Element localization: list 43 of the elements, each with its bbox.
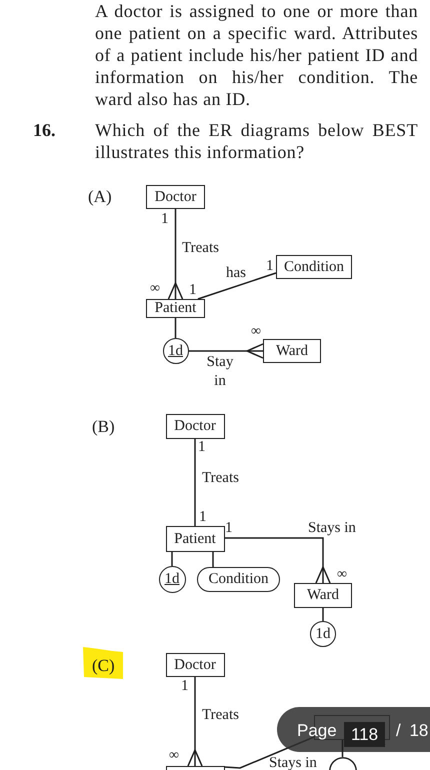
cardinality-label: ∞	[251, 325, 261, 339]
question-number: 16.	[33, 119, 56, 141]
cardinality-label: 1	[266, 259, 274, 274]
option-label: (B)	[92, 418, 115, 435]
connector-line	[194, 439, 196, 526]
cardinality-label: 1	[225, 521, 232, 536]
cardinality-label: ∞	[337, 568, 347, 582]
page-total: / 18	[396, 721, 428, 741]
attribute-circle: 1d	[162, 338, 188, 364]
connector-line	[224, 537, 331, 584]
option-label: (A)	[88, 188, 112, 205]
cardinality-label: 1	[181, 679, 188, 694]
cardinality-label: 1	[199, 510, 206, 525]
connector-line	[322, 608, 324, 621]
entity-box: Doctor	[166, 414, 224, 439]
entity-box: Ward	[263, 339, 321, 363]
entity-box: Patient	[146, 299, 205, 318]
cardinality-label: 1	[189, 283, 196, 298]
connector-line	[188, 343, 264, 359]
option-label: (C)	[92, 657, 115, 674]
connector-line	[342, 740, 344, 757]
connector-line	[171, 552, 173, 566]
entity-box: Patient	[166, 526, 224, 552]
attribute-circle: 1d	[310, 621, 336, 647]
connector-line	[174, 318, 176, 338]
relationship-label: Stays in	[269, 757, 317, 770]
attribute-circle: 1d	[158, 566, 186, 593]
paragraph-text: A doctor is assigned to one or more than one patient on a specific ward. Attributes of a patient include his/her patient ID and information on his/her condition. The ward also has an ID.	[95, 0, 418, 110]
connector-line	[168, 209, 184, 300]
connector-line	[212, 552, 214, 567]
relationship-label: Stays in	[308, 521, 356, 536]
cardinality-label: 1	[198, 440, 206, 455]
entity-box: Doctor	[146, 185, 205, 209]
connector-line	[198, 272, 276, 300]
cardinality-label: ∞	[150, 282, 160, 296]
entity-box: Ward	[294, 583, 352, 608]
entity-box: Doctor	[166, 653, 224, 677]
entity-box	[166, 766, 224, 770]
entity-box: Condition	[276, 255, 352, 279]
question-text: Which of the ER diagrams below BEST illustrates this information?	[95, 119, 418, 163]
connector-line	[187, 677, 203, 767]
cardinality-label: 1	[161, 212, 168, 227]
cardinality-label: ∞	[169, 749, 179, 763]
